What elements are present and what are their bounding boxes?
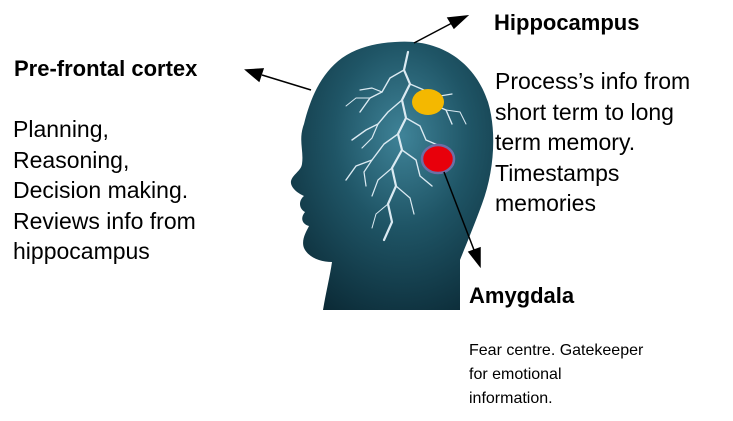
amygdala-title: Amygdala (469, 283, 574, 309)
prefrontal-line: hippocampus (13, 236, 196, 267)
prefrontal-description: Planning, Reasoning, Decision making. Re… (13, 114, 196, 267)
arrowhead-prefrontal (246, 69, 263, 81)
arrowhead-amygdala (469, 248, 480, 266)
red-dot-icon (422, 145, 454, 173)
hippocampus-line: short term to long (495, 97, 690, 128)
prefrontal-line: Reasoning, (13, 145, 196, 176)
prefrontal-line: Decision making. (13, 175, 196, 206)
amygdala-line: Fear centre. Gatekeeper (469, 339, 643, 363)
amygdala-description: Fear centre. Gatekeeper for emotional in… (469, 339, 643, 411)
hippocampus-line: memories (495, 188, 690, 219)
prefrontal-title: Pre-frontal cortex (14, 56, 197, 82)
prefrontal-line: Planning, (13, 114, 196, 145)
arrow-to-hippocampus (414, 23, 452, 43)
human-head-silhouette-icon (291, 42, 493, 310)
yellow-dot-icon (412, 89, 444, 115)
amygdala-line: for emotional (469, 363, 643, 387)
hippocampus-description: Process’s info from short term to long t… (495, 66, 690, 219)
amygdala-line: information. (469, 387, 643, 411)
hippocampus-line: Timestamps (495, 158, 690, 189)
hippocampus-title: Hippocampus (494, 10, 639, 36)
hippocampus-line: term memory. (495, 127, 690, 158)
arrowhead-hippocampus (448, 16, 467, 28)
prefrontal-line: Reviews info from (13, 206, 196, 237)
arrow-to-prefrontal (262, 75, 311, 90)
hippocampus-line: Process’s info from (495, 66, 690, 97)
